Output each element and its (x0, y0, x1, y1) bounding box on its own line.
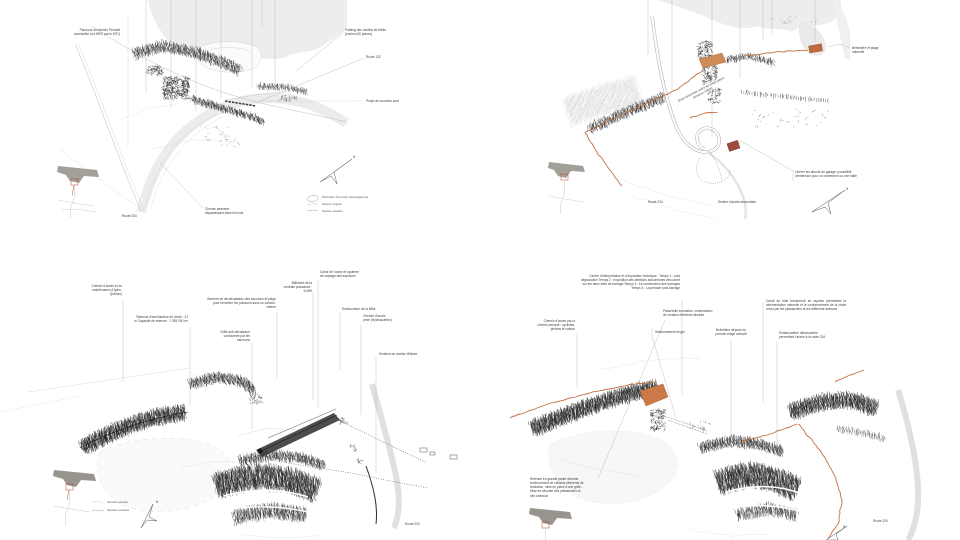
label-sentier-secondaire: Sentier d'accès secondaire (718, 200, 757, 204)
north-label-br: N (843, 525, 846, 529)
label-passerelle: Passerelle zoomable, conservation de cer… (663, 309, 713, 318)
label-chemin-perrault: Parcours du chemin Perrault accessible à… (74, 28, 120, 37)
panel-bottom-right-drawing (509, 300, 922, 540)
label-canal-usine: Canal de l'usine et système de captage d… (320, 270, 359, 279)
north-arrow-icon (811, 189, 846, 215)
north-label-tl: N (353, 155, 356, 159)
locator-map (529, 508, 572, 540)
legend-sentier-projete: Sentier projeté (322, 202, 342, 206)
label-route-234-br: Route 234 (873, 519, 888, 523)
legend-sentier-existant-bl: Sentiers existant (107, 508, 130, 512)
label-canal-fuite: Canal de fuite transformé en rapides per… (766, 299, 846, 312)
label-belvedere-plage: Belvédère et plage naturelle (852, 46, 879, 55)
label-route-132: Route 132 (366, 55, 381, 59)
label-batiment-centrale: Bâtiment de la centrale puissance : 6 MW (283, 281, 312, 294)
label-centre-interpretation: Centre d'interprétation et d'exposition … (580, 274, 680, 291)
locator-map (548, 162, 585, 215)
label-route-234-tl: Route 234 (122, 214, 137, 218)
legend-perimetre: Périmètre d'un futur aménagement (322, 195, 369, 199)
north-arrow-icon (140, 503, 158, 529)
north-arrow-icon (319, 158, 353, 185)
label-embarcadere: Embarcadère/ débarcadère permettant l'ac… (779, 331, 826, 340)
label-mitiwee: Sentiers du sentier Mitiwee (379, 352, 418, 356)
label-embouchure: Embouchure de la Mitis (342, 307, 376, 311)
label-chemin-prive: Chemin d'accès privé (Hydroquébec) (363, 314, 392, 323)
label-chemin-perrault-br: Chemin d'accès par la chemin perrault : … (537, 319, 575, 332)
north-label-tr: N (846, 187, 849, 191)
legend-symbols (91, 501, 105, 512)
panel-top-left-drawing (57, 0, 365, 219)
label-stationnement: Stationnement frugal (655, 330, 685, 334)
legend-sentier-existant: Sentier existant (322, 208, 343, 213)
label-route-234-bl: Route 234 (405, 522, 420, 526)
panel-bottom-left-drawing (0, 280, 458, 539)
label-barriere: Barrière de dé-dévalaison des saumons et… (207, 297, 276, 310)
label-parking-jardins: Parking des Jardins de Métis (environ 80… (345, 28, 386, 37)
label-retenue-demolie: Retenue en grande partie démolie, renfor… (530, 477, 584, 498)
label-retenue-eau: Retenue d'eau/hauteur de chute : 21 m Ca… (134, 315, 188, 324)
locator-map (53, 470, 96, 527)
label-garage: Libérer les abords du garage, possibilit… (795, 170, 857, 179)
label-grille: Grille anti-dévalaison contournée par le… (220, 330, 250, 343)
label-projet-pont: Projet de nouveau pont (366, 99, 399, 103)
panel-top-right-drawing (548, 0, 851, 220)
legend-sentier-projete-bl: Sentiers projeté (107, 500, 129, 504)
locator-map (57, 166, 99, 219)
label-acces-maintenance: Chemin d'accès et de maintenance (Hydro-… (91, 284, 122, 297)
label-chemin-pedestre: Chemin pedestre disparaissant dans les b… (205, 207, 244, 216)
legend-symbols (306, 195, 319, 212)
north-label-bl: N (156, 500, 159, 504)
north-arrow-icon (825, 525, 848, 540)
label-belvedere-br: Belvédère déposé du premier étage arbust… (715, 328, 747, 337)
label-route-234-tr: Route 234 (648, 200, 663, 204)
